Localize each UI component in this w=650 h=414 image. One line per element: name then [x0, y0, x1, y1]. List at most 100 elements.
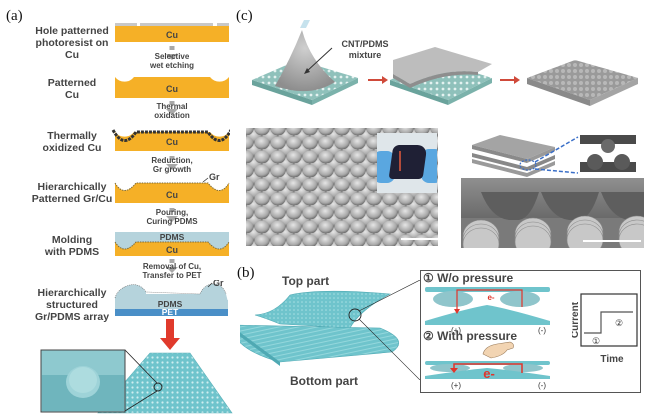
photoresist-segment [115, 23, 137, 26]
sem-cross-section [461, 178, 644, 248]
graph-xlabel: Time [600, 354, 624, 365]
final-structure: PDMS PET Gr [40, 280, 233, 414]
step-6-line-2: structured [46, 299, 98, 311]
step-6-diagram: PDMS PET Gr [114, 280, 228, 317]
zoom-circle [519, 159, 537, 171]
transition-2: Thermal oxidation [140, 102, 204, 120]
step-5-label: Molding with PDMS [30, 234, 114, 258]
step-4-diagram: Cu Gr [114, 172, 230, 203]
transition-4: Pouring, Curing PDMS [136, 208, 208, 226]
zoom-circle [348, 308, 362, 322]
transition-1-line-1: Selective [154, 52, 190, 61]
transition-4-line-1: Pouring, [155, 208, 189, 217]
step-5-line-2: with PDMS [44, 246, 100, 258]
transition-5-line-1: Removal of Cu, [142, 262, 202, 271]
step-1-line-1: Hole patterned [35, 25, 109, 37]
demolded-cnt-pdms [527, 60, 638, 106]
cu-label: Cu [166, 190, 178, 200]
state-2-title: ② With pressure [423, 329, 517, 343]
top-part-layer [254, 290, 392, 329]
mold-covered [390, 47, 492, 105]
current-step-line [584, 311, 633, 334]
state-2-text: With pressure [437, 329, 518, 343]
electron-label: e- [483, 366, 495, 381]
transition-4-line-2: Curing PDMS [146, 217, 198, 226]
step-6-line-1: Hierarchically [37, 287, 107, 299]
step-1-label: Hole patterned photoresist on Cu [30, 25, 114, 61]
minus-terminal: (-) [538, 381, 546, 390]
flexible-sample-photo [377, 133, 437, 193]
step-3-line-1: Thermally [47, 130, 97, 142]
transition-2-line-2: oxidation [154, 111, 190, 120]
transition-5-line-2: Transfer to PET [142, 271, 202, 280]
state-1-title: ① W/o pressure [423, 271, 513, 285]
electron-label: e- [487, 293, 494, 302]
state-1-marker: ① [423, 271, 434, 285]
gr-callout: Gr [213, 280, 224, 288]
sensor-layers [240, 280, 420, 380]
step-2-label: Patterned Cu [30, 77, 114, 101]
state-2-marker: ② [423, 329, 434, 343]
step-3-line-2: oxidized Cu [42, 142, 102, 154]
pdms-label: PDMS [158, 299, 183, 309]
mold-with-mixture [252, 20, 358, 105]
right-arrow-icon [368, 76, 388, 84]
graph-ylabel: Current [572, 301, 581, 338]
pdms-label: PDMS [160, 232, 185, 242]
state-1-text: W/o pressure [437, 271, 514, 285]
plus-terminal: (+) [451, 381, 461, 390]
fabrication-sequence: CNT/PDMS mixture [252, 20, 638, 106]
mixture-label-line-2: mixture [349, 50, 382, 60]
state-2-schematic: e- (+) (-) [425, 341, 550, 390]
cu-label: Cu [166, 84, 178, 94]
step-6-label: Hierarchically structured Gr/PDMS array [30, 287, 114, 323]
current-path [453, 363, 523, 373]
cu-label: Cu [166, 30, 178, 40]
pet-label: PET [162, 307, 179, 317]
step-2-line-1: Patterned [47, 77, 97, 89]
transition-5: Removal of Cu, Transfer to PET [132, 262, 212, 280]
scale-bar [401, 238, 438, 240]
photoresist-segment [140, 23, 213, 26]
step-4-line-2: Patterned Gr/Cu [31, 193, 113, 205]
step-6-line-3: Gr/PDMS array [34, 311, 110, 323]
mixture-label-line-1: CNT/PDMS [342, 39, 389, 49]
step-5-diagram: PDMS Cu [114, 232, 230, 256]
mixture-pointer [305, 47, 333, 73]
cu-layer [115, 26, 229, 42]
step-3-label: Thermally oxidized Cu [30, 130, 114, 154]
minus-terminal: (-) [538, 326, 546, 335]
step-4-label: Hierarchically Patterned Gr/Cu [30, 181, 114, 205]
transition-3: Reduction, Gr growth [140, 156, 204, 174]
plus-terminal: (+) [451, 326, 461, 335]
top-part-label: Top part [282, 274, 330, 288]
step-2-line-2: Cu [65, 89, 79, 101]
step-1-diagram: Cu [115, 23, 229, 42]
current-path [456, 289, 523, 312]
process-schematic: Cu Cu Cu Cu Gr PDMS Cu [111, 23, 230, 273]
graph-marker-2: ② [615, 318, 623, 328]
graph-marker-1: ① [592, 336, 600, 346]
step-4-line-1: Hierarchically [37, 181, 107, 193]
array-inset [40, 349, 126, 413]
photoresist-segment [217, 23, 229, 26]
zoom-circle [153, 382, 163, 392]
film-highlight [399, 151, 401, 171]
cu-label: Cu [166, 245, 178, 255]
panel-c-label: (c) [236, 8, 253, 24]
current-time-graph: ② ① Current Time [572, 293, 638, 365]
cu-label: Cu [166, 137, 178, 147]
state-1-schematic: e- (+) (-) [425, 287, 550, 335]
transition-3-line-1: Reduction, [151, 156, 193, 165]
finger-icon [482, 341, 514, 359]
sensor-stack [472, 135, 555, 177]
gr-callout: Gr [209, 172, 220, 182]
step-2-diagram: Cu [115, 77, 229, 98]
contact-schematic [580, 135, 636, 172]
bottom-part-label: Bottom part [290, 374, 358, 388]
transition-1-line-2: wet etching [149, 61, 194, 70]
panel-a-label: (a) [6, 8, 23, 24]
step-5-line-1: Molding [51, 234, 93, 246]
step-3-diagram: Cu [111, 129, 230, 151]
cnt-pdms-film [388, 145, 428, 179]
